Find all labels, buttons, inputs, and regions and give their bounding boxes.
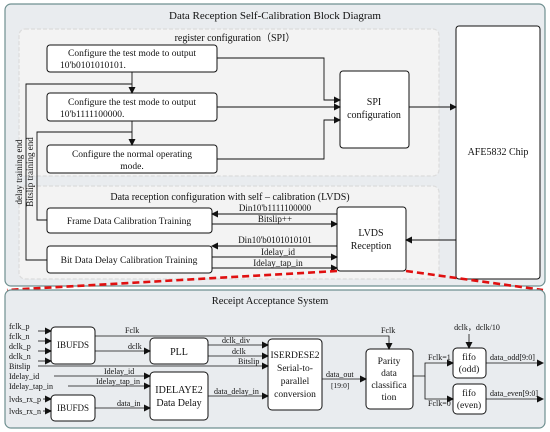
chip-label: AFE5832 Chip [468, 147, 529, 158]
spi-config-line1: SPI [367, 97, 381, 108]
sig-data-out-width: [19:0] [331, 381, 349, 390]
input-lvds-rx-p: lvds_rx_p [9, 395, 41, 404]
out-even: data_even[9:0] [490, 389, 538, 398]
bit-training-label: Bit Data Delay Calibration Training [61, 256, 198, 266]
idelay-id-label: Idelay_id [261, 247, 295, 257]
sig-fclk-1: Fclk=1 [428, 353, 451, 362]
parity-line2: data [381, 369, 398, 379]
input-idelay-id: Idelay_id [9, 372, 39, 381]
din-frame-label: Din10'b1111100000 [239, 203, 312, 213]
iserdese2-line2: Serial-to- [277, 364, 313, 374]
ibufds-2-label: IBUFDS [57, 403, 89, 413]
din-bit-label: Din10'b0101010101 [238, 235, 312, 245]
parity-line4: tion [382, 393, 397, 403]
fifo-even-line1: fifo [462, 388, 476, 399]
input-fclk-p: fclk_p [9, 322, 29, 331]
ibufds-1-box [50, 326, 96, 365]
sig-data-out: data_out [326, 370, 354, 379]
ibufds-1-label: IBUFDS [57, 340, 89, 350]
test-mode-1-line2: 10'b0101010101. [60, 61, 126, 71]
sig-fclk-top: Fclk [381, 326, 395, 335]
test-mode-1-line1: Configure the test mode to output [68, 48, 196, 59]
test-mode-2-line2: 10'b1111100000. [60, 110, 124, 120]
test-mode-2-line1: Configure the test mode to output [68, 97, 196, 108]
sig-data-in: data_in [117, 399, 141, 408]
sig-data-delay-in: data_delay_in [214, 387, 259, 396]
iserdese2-line1: ISERDESE2 [270, 351, 319, 361]
sig-idelay-tap: Idelay_tap_in [96, 377, 140, 386]
spi-group-title: register configuration（SPI） [175, 32, 296, 44]
idelaye2-box [149, 371, 209, 421]
sig-dclk-div: dclk_div [222, 336, 250, 345]
input-idelay-tap: Idelay_tap_in [9, 382, 53, 391]
input-fclk-n: fclk_n [9, 332, 29, 341]
idelay-tap-label: Idelay_tap_in [253, 258, 303, 268]
sig-bitslip: Bitslip [238, 357, 259, 366]
normal-mode-line1: Configure the normal operating [72, 149, 192, 160]
lvds-reception-line1: LVDS [358, 228, 383, 239]
frame-training-box [46, 207, 213, 234]
pll-label: PLL [170, 347, 188, 358]
bitslip-training-end-label: Bitslip training end [25, 137, 35, 207]
idelaye2-line2: Data Delay [156, 398, 201, 409]
sig-idelay-id: Idelay_id [104, 367, 134, 376]
iserdese2-box [267, 338, 323, 411]
lvds-reception-box [336, 206, 407, 272]
input-dclk-p: dclk_p [9, 342, 31, 351]
parity-line3: classifica [371, 380, 407, 391]
iserdese2-line4: conversion [274, 390, 316, 400]
sig-fclk: Fclk [125, 326, 139, 335]
bottom-panel-title: Receipt Acceptance System [212, 296, 329, 307]
fifo-odd-line2: (odd) [459, 364, 480, 375]
top-connectors [25, 57, 457, 272]
frame-training-label: Frame Data Calibration Training [67, 217, 192, 227]
lvds-reception-line2: Reception [351, 241, 392, 252]
normal-mode-line2: mode. [120, 162, 143, 172]
sig-fifo-clk: dclk，dclk/10 [454, 323, 500, 332]
fifo-odd-line1: fifo [462, 352, 476, 363]
delay-training-end-label: delay training end [14, 139, 24, 204]
bitslip-increment-label: Bitslip++ [258, 214, 292, 224]
lvds-group-title: Data reception configuration with self –… [110, 192, 349, 203]
out-odd: data_odd[9:0] [490, 353, 535, 362]
input-bitslip: Bitslip [9, 362, 30, 371]
input-lvds-rx-n: lvds_rx_n [9, 407, 41, 416]
sig-dclk-2: dclk [232, 347, 246, 356]
sig-fclk-0: Fclk=0 [428, 399, 451, 408]
zoom-connector-lines [6, 269, 544, 292]
idelaye2-line1: IDELAYE2 [155, 385, 202, 396]
bit-training-box [46, 245, 213, 274]
chip-box [455, 25, 541, 280]
parity-line1: Parity [378, 357, 401, 367]
sig-dclk: dclk [128, 342, 142, 351]
fifo-even-line2: (even) [457, 400, 481, 411]
iserdese2-line3: parallel [281, 377, 310, 387]
top-panel-title: Data Reception Self-Calibration Block Di… [169, 10, 381, 22]
bottom-connectors [38, 327, 544, 415]
spi-config-line2: configuration [347, 110, 401, 121]
input-dclk-n: dclk_n [9, 352, 31, 361]
